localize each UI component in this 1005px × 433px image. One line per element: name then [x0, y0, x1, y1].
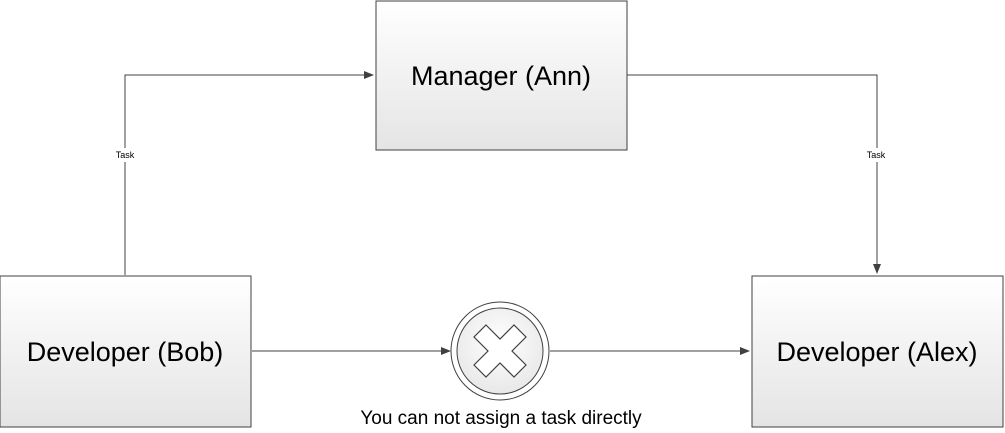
- edge-label-task: Task: [867, 150, 886, 160]
- node-developer-alex[interactable]: Developer (Alex): [751, 275, 1004, 428]
- node-label: Developer (Bob): [27, 337, 224, 367]
- edge-label-task: Task: [116, 150, 135, 160]
- blocked-caption: You can not assign a task directly: [360, 408, 642, 429]
- edge-manager-to-alex: Task: [627, 74, 889, 274]
- node-manager[interactable]: Manager (Ann): [375, 0, 628, 151]
- edge-bob-to-manager: Task: [113, 71, 374, 275]
- node-label: Manager (Ann): [411, 61, 591, 91]
- node-label: Developer (Alex): [776, 337, 977, 367]
- x-circle-icon: [450, 301, 550, 401]
- node-developer-bob[interactable]: Developer (Bob): [0, 275, 252, 428]
